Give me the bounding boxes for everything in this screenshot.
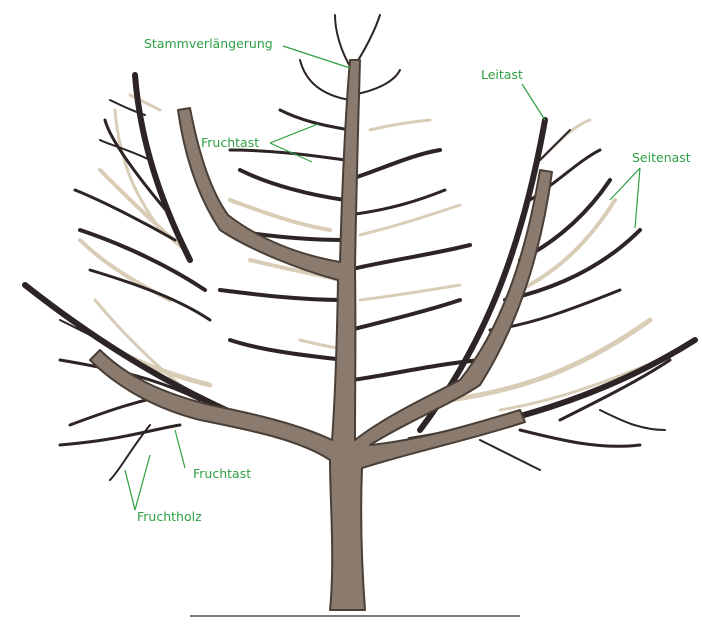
label-fruchtast-bottom: Fruchtast [193,466,251,481]
light-side-shoots [80,95,660,410]
label-fruchtholz: Fruchtholz [137,509,202,524]
label-fruchtast-top: Fruchtast [201,135,259,150]
label-seitenast: Seitenast [632,150,691,165]
label-leitast: Leitast [481,67,523,82]
trunk-and-main-limbs [90,60,552,610]
label-stammverlaengerung: Stammverlängerung [144,36,273,51]
